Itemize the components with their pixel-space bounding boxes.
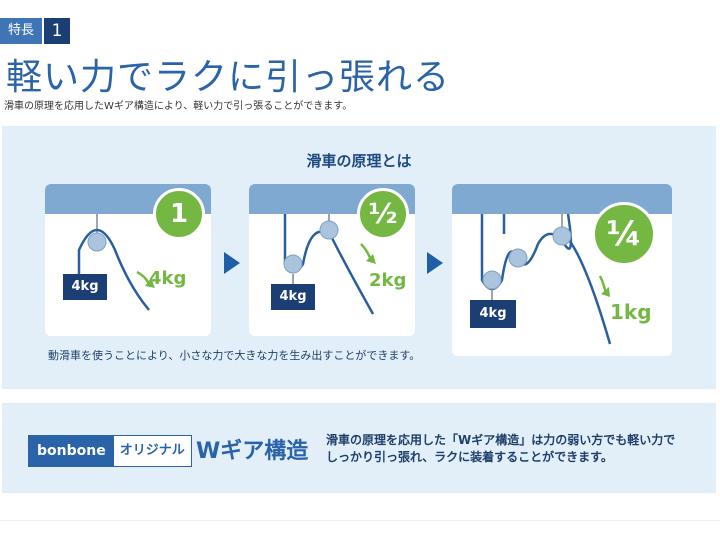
page-subtitle: 滑車の原理を応用したWギア構造により、軽い力で引っ張ることができます。 bbox=[4, 101, 353, 112]
pulley-principle-panel: 滑車の原理とは 4kg 4kg 1 4kg 2kg ½ bbox=[2, 126, 716, 389]
wgear-desc-line-2: しっかり引っ張れ、ラクに装着することができます。 bbox=[326, 450, 613, 464]
pull-force-label: 4kg bbox=[149, 268, 187, 289]
feature-number: 1 bbox=[44, 18, 71, 44]
principle-note: 動滑車を使うことにより、小さな力で大きな力を生み出すことができます。 bbox=[48, 349, 421, 362]
brand-name: bonbone bbox=[29, 436, 114, 466]
brand-original-label: オリジナル bbox=[113, 436, 191, 466]
brand-badge: bonbone オリジナル bbox=[28, 435, 192, 467]
principle-title: 滑車の原理とは bbox=[306, 152, 412, 170]
wgear-desc-line-1: 滑車の原理を応用した「Wギア構造」は力の弱い方でも軽い力で bbox=[326, 433, 676, 447]
ratio-badge: 1 bbox=[153, 188, 205, 240]
page-title: 軽い力でラクに引っ張れる bbox=[6, 57, 451, 98]
pulley-illustration bbox=[77, 214, 155, 311]
pulley-diagram-2: 4kg 2kg ½ bbox=[249, 184, 415, 336]
arrow-right-icon bbox=[224, 252, 240, 274]
pulley-illustration bbox=[480, 213, 612, 345]
pulley-illustration bbox=[283, 214, 376, 315]
load-weight-box: 4kg bbox=[63, 274, 107, 300]
pull-force-label: 1kg bbox=[610, 300, 652, 324]
ratio-badge: ¼ bbox=[592, 202, 656, 266]
feature-tag: 特長 1 bbox=[0, 18, 71, 44]
load-weight-box: 4kg bbox=[470, 300, 516, 328]
feature-label: 特長 bbox=[0, 18, 43, 44]
divider bbox=[0, 520, 720, 521]
load-weight-box: 4kg bbox=[271, 284, 315, 310]
ratio-badge: ½ bbox=[357, 188, 409, 240]
wgear-panel: bonbone オリジナル Wギア構造 滑車の原理を応用した「Wギア構造」は力の… bbox=[2, 403, 716, 493]
wgear-description: 滑車の原理を応用した「Wギア構造」は力の弱い方でも軽い力で しっかり引っ張れ、ラ… bbox=[326, 432, 675, 466]
wgear-title: Wギア構造 bbox=[196, 439, 309, 464]
pulley-diagram-3: 4kg 1kg ¼ bbox=[452, 184, 672, 356]
pulley-diagram-1: 4kg 4kg 1 bbox=[45, 184, 211, 336]
arrow-right-icon bbox=[427, 252, 443, 274]
pull-force-label: 2kg bbox=[369, 270, 407, 291]
